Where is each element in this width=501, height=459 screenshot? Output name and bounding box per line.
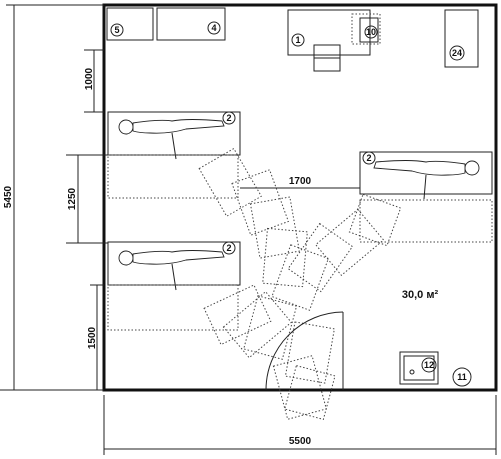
room-walls <box>102 3 498 392</box>
sink-12 <box>399 351 439 385</box>
dimension-1250-label: 1250 <box>67 187 78 210</box>
patient-figure <box>118 119 225 160</box>
bed-right <box>359 151 493 195</box>
marker-10: 10 <box>366 27 376 37</box>
dimension-bed-distance: 1700 <box>240 176 360 189</box>
marker-2: 2 <box>226 243 231 253</box>
patient-figure <box>118 250 225 291</box>
marker-4: 4 <box>211 23 216 33</box>
marker-2: 2 <box>226 113 231 123</box>
cabinet-24 <box>444 9 479 68</box>
dimension-1500-label: 1500 <box>87 326 98 349</box>
desk-1 <box>287 9 371 56</box>
patient-figure <box>373 160 480 200</box>
dimension-5500-label: 5500 <box>289 436 312 447</box>
equipment-10 <box>351 13 381 45</box>
dimension-room-depth: 5450 <box>0 4 104 391</box>
dimension-room-width: 5500 <box>103 395 497 455</box>
marker-2: 2 <box>366 153 371 163</box>
cabinet-4 <box>156 7 226 41</box>
bed-bottom-left <box>107 241 241 286</box>
marker-5: 5 <box>114 25 119 35</box>
room-area-label: 30,0 м² <box>402 289 439 301</box>
trolley-turning-path <box>198 147 402 421</box>
dimension-1000-label: 1000 <box>84 67 95 90</box>
dimension-bed-spacing: 1250 <box>66 154 108 244</box>
door-swing <box>265 311 344 391</box>
dimension-bottom-spacing: 1500 <box>87 284 104 390</box>
cabinet-5 <box>106 7 154 41</box>
bin-11 <box>452 367 472 387</box>
marker-24: 24 <box>452 48 462 58</box>
bed-clearance <box>107 284 239 331</box>
marker-11: 11 <box>457 372 467 382</box>
dimension-1700-label: 1700 <box>289 176 312 187</box>
marker-12: 12 <box>424 360 434 370</box>
bed-top-left <box>107 111 241 156</box>
marker-1: 1 <box>295 35 300 45</box>
dimension-5450-label: 5450 <box>3 185 14 208</box>
bed-clearance <box>359 199 493 243</box>
bed-clearance <box>107 154 239 199</box>
dimension-top-spacing: 1000 <box>84 49 104 113</box>
